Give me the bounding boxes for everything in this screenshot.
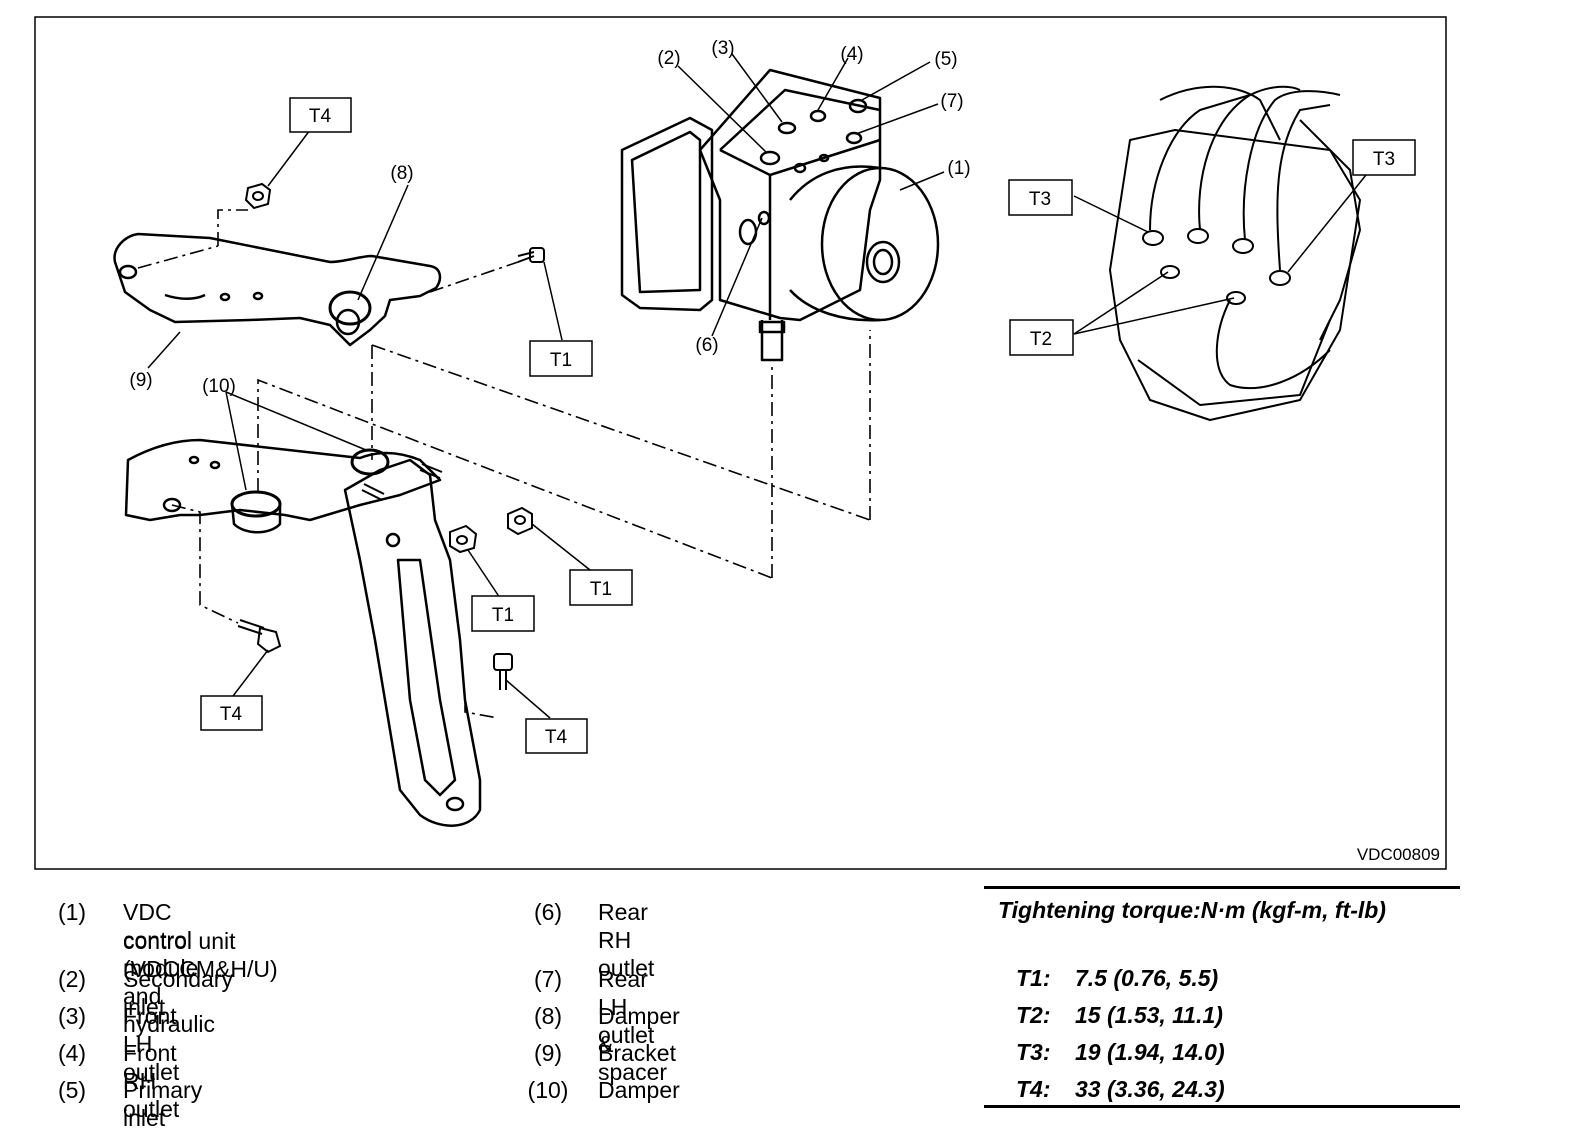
legend-num-6: (6) <box>533 899 563 925</box>
legend-num-1: (1) <box>57 899 87 925</box>
torque-code-t1: T1: <box>1016 965 1051 991</box>
legend-text-1a: VDC control module and hydraulic <box>123 899 216 1037</box>
tag-t4-right: T4 <box>525 718 588 754</box>
legend-num-7: (7) <box>533 966 563 992</box>
tag-t1-mid: T1 <box>569 569 633 606</box>
tag-t3-right: T3 <box>1352 139 1416 176</box>
svg-text:T1: T1 <box>550 350 572 371</box>
callout-4: (4) <box>840 44 863 65</box>
torque-value-t1: 7.5 (0.76, 5.5) <box>1075 965 1219 991</box>
figure-frame <box>34 16 1447 870</box>
torque-table-bottom-rule <box>984 1105 1460 1108</box>
torque-code-t2: T2: <box>1016 1002 1051 1028</box>
callout-1: (1) <box>947 158 970 179</box>
torque-table-top-rule <box>984 886 1460 889</box>
tag-t4-top: T4 <box>289 97 352 133</box>
legend-text-10: Damper <box>598 1077 680 1103</box>
svg-text:T4: T4 <box>220 704 243 725</box>
tag-t1-lower: T1 <box>471 595 535 632</box>
exploded-parts-diagram: (1) (2) (3) (4) (5) (6) (7) (8) (9) (10)… <box>34 16 1447 870</box>
svg-text:T3: T3 <box>1029 189 1051 210</box>
tag-t1-upper: T1 <box>529 340 593 377</box>
torque-value-t3: 19 (1.94, 14.0) <box>1075 1039 1225 1065</box>
svg-text:T4: T4 <box>309 106 332 127</box>
callout-labels: (1) (2) (3) (4) (5) (6) (7) (8) (9) (10) <box>129 38 970 397</box>
torque-code-t4: T4: <box>1016 1076 1051 1102</box>
svg-text:T1: T1 <box>492 605 514 626</box>
tag-t4-left: T4 <box>200 695 263 731</box>
legend-num-2: (2) <box>57 966 87 992</box>
callout-7: (7) <box>940 91 963 112</box>
legend-text-1b: control unit (VDCCM&H/U) <box>123 928 278 982</box>
legend-num-10: (10) <box>527 1077 569 1103</box>
tag-t3-left: T3 <box>1008 179 1073 216</box>
legend-text-2: Secondary inlet <box>123 966 233 1020</box>
lower-bracket-part <box>124 438 482 827</box>
installed-view-inset <box>1109 85 1361 421</box>
legend-text-3: Front LH outlet <box>123 1003 180 1085</box>
legend-text-9: Bracket <box>598 1040 676 1066</box>
torque-value-t4: 33 (3.36, 24.3) <box>1075 1076 1225 1102</box>
legend-text-5: Primary inlet <box>123 1077 203 1131</box>
legend-num-8: (8) <box>533 1003 563 1029</box>
legend-num-3: (3) <box>57 1003 87 1029</box>
callout-10: (10) <box>202 376 236 397</box>
figure-code: VDC00809 <box>1357 845 1440 864</box>
torque-code-t3: T3: <box>1016 1039 1051 1065</box>
legend-num-9: (9) <box>533 1040 563 1066</box>
legend-num-5: (5) <box>57 1077 87 1103</box>
callout-8: (8) <box>390 163 413 184</box>
torque-value-t2: 15 (1.53, 11.1) <box>1075 1002 1223 1028</box>
svg-text:T1: T1 <box>590 579 612 600</box>
torque-tags: T4 T1 T1 T1 T4 T4 T3 T3 <box>200 97 1416 754</box>
legend-num-4: (4) <box>57 1040 87 1066</box>
callout-3: (3) <box>711 38 734 59</box>
callout-2: (2) <box>657 48 680 69</box>
callout-6: (6) <box>695 335 718 356</box>
legend-text-8: Damper & spacer <box>598 1003 680 1085</box>
assembly-guide-lines <box>137 209 871 719</box>
callout-9: (9) <box>129 370 152 391</box>
bracket-part <box>113 232 442 347</box>
svg-text:T2: T2 <box>1030 329 1052 350</box>
legend-text-7: Rear LH outlet <box>598 966 655 1048</box>
legend-text-6: Rear RH outlet <box>598 899 655 981</box>
torque-heading: Tightening torque:N·m (kgf-m, ft-lb) <box>998 897 1386 923</box>
svg-text:T3: T3 <box>1373 149 1395 170</box>
tag-t2: T2 <box>1009 319 1074 356</box>
hydraulic-unit <box>620 68 940 362</box>
svg-text:T4: T4 <box>545 727 568 748</box>
legend-text-4: Front RH outlet <box>123 1040 180 1122</box>
callout-5: (5) <box>934 49 957 70</box>
leader-lines <box>147 53 1367 719</box>
fasteners <box>237 182 545 690</box>
